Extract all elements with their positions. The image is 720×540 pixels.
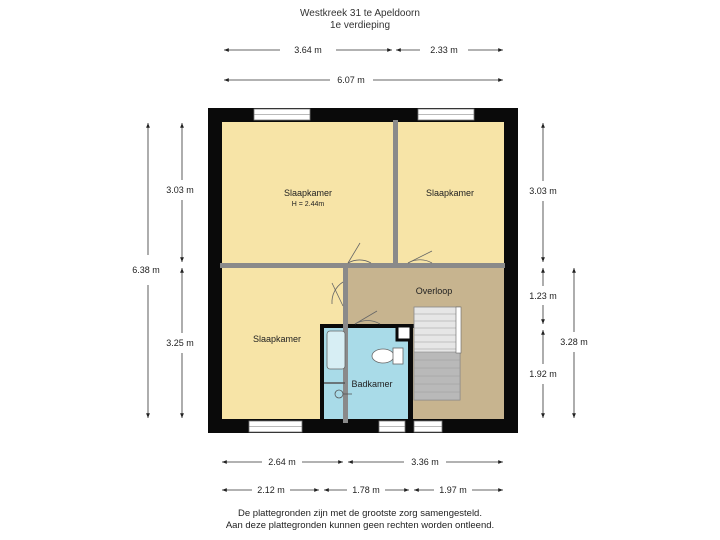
- dimension-lines: [146, 48, 576, 492]
- door-bathroom: [354, 310, 381, 325]
- dim-bottom2-mid: 1.78 m: [352, 485, 380, 495]
- shower-drain: [334, 389, 352, 399]
- shaft: [395, 324, 413, 342]
- bathtub: [326, 330, 346, 370]
- door-bedroom-2: [407, 250, 433, 264]
- bedroom-2-floor: [398, 122, 504, 263]
- dim-bottom-left: 2.64 m: [268, 457, 296, 467]
- bedroom-2-label: Slaapkamer: [426, 188, 474, 198]
- dim-bottom2-left: 2.12 m: [257, 485, 285, 495]
- dim-left-lower: 3.25 m: [166, 338, 194, 348]
- dim-top-right: 2.33 m: [430, 45, 458, 55]
- bathroom-wall-top: [320, 324, 414, 328]
- wall-bedroom-divider: [393, 120, 398, 268]
- dimension-labels: 3.64 m 2.33 m 6.07 m 6.38 m 3.03 m 3.25 …: [132, 45, 588, 495]
- bedroom-1-floor: [222, 122, 393, 263]
- dim-right-lower: 1.92 m: [529, 369, 557, 379]
- staircase: [413, 306, 462, 401]
- dim-right-middle: 1.23 m: [529, 291, 557, 301]
- bedroom-1-label: Slaapkamer: [284, 188, 332, 198]
- dim-top-total: 6.07 m: [337, 75, 365, 85]
- bedroom-3-label: Slaapkamer: [253, 334, 301, 344]
- disclaimer-line-2: Aan deze plattegronden kunnen geen recht…: [225, 520, 495, 531]
- door-bedroom-3: [331, 281, 344, 307]
- plan-subtitle: 1e verdieping: [329, 20, 391, 31]
- bathroom-wall-right: [408, 324, 413, 423]
- plan-title: Westkreek 31 te Apeldoorn: [300, 8, 420, 19]
- dim-bottom-right: 3.36 m: [411, 457, 439, 467]
- door-bedroom-1: [347, 242, 372, 264]
- wall-mid-horizontal: [220, 263, 505, 268]
- disclaimer-line-1: De plattegronden zijn met de grootste zo…: [238, 508, 482, 519]
- landing-label: Overloop: [416, 286, 453, 296]
- bathroom-wall-left: [320, 324, 324, 423]
- dim-left-upper: 3.03 m: [166, 185, 194, 195]
- dim-top-left: 3.64 m: [294, 45, 322, 55]
- wall-bedroom3-landing: [343, 263, 348, 423]
- bedroom-1-height: H = 2.44m: [292, 201, 325, 208]
- dim-bottom2-right: 1.97 m: [439, 485, 467, 495]
- toilet: [371, 348, 395, 364]
- dim-left-total: 6.38 m: [132, 265, 160, 275]
- dim-right-upper: 3.03 m: [529, 186, 557, 196]
- toilet-tank: [392, 347, 404, 365]
- dim-right-outer: 3.28 m: [560, 337, 588, 347]
- bathroom-label: Badkamer: [351, 379, 392, 389]
